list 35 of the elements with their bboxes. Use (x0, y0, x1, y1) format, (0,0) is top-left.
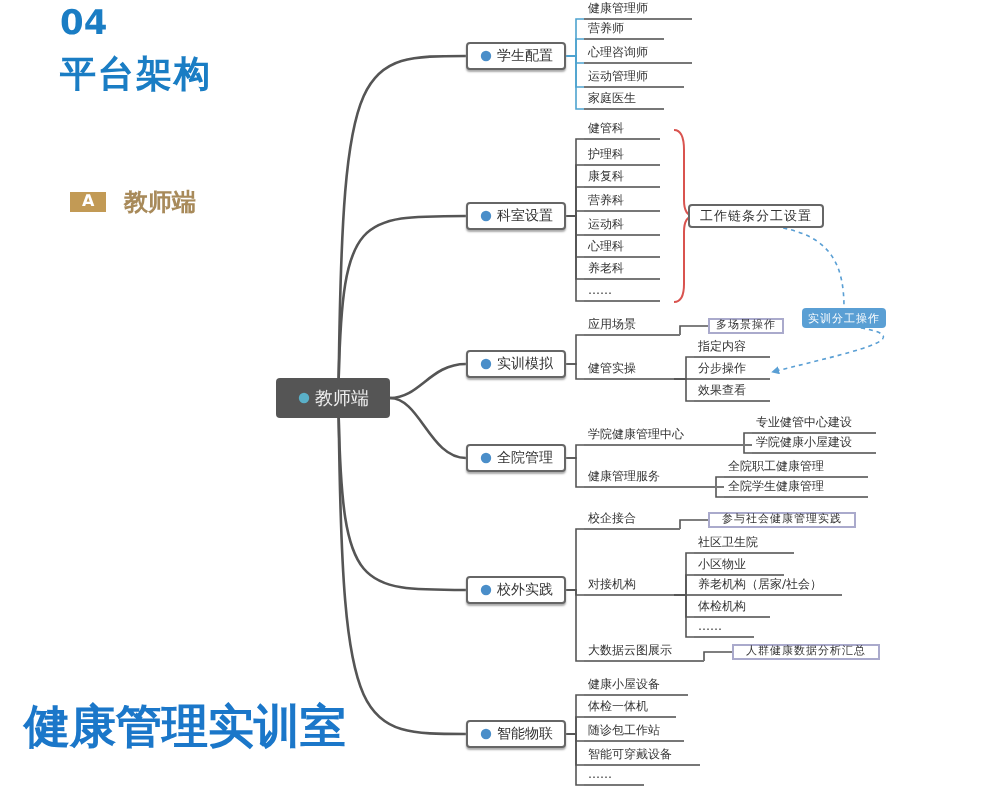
topic-label: 教师端 (315, 387, 369, 411)
connector (743, 444, 753, 454)
section-number: 04 (60, 4, 108, 44)
connector (389, 396, 467, 460)
connector (389, 362, 467, 400)
connector (565, 55, 585, 110)
connector (565, 733, 585, 786)
topic-box (466, 444, 566, 472)
connector (715, 486, 725, 498)
connector (565, 589, 585, 662)
connector (337, 214, 466, 379)
subheading: 教师端 (124, 186, 196, 220)
letter-badge: A (70, 192, 107, 212)
connector (782, 227, 845, 309)
topic-box (466, 350, 566, 378)
footer-title: 健康管理实训室 (24, 700, 346, 758)
heading: 平台架构 (60, 52, 212, 98)
root-box (276, 378, 390, 418)
topic-box (466, 202, 566, 230)
connector (771, 327, 885, 375)
connector (703, 651, 733, 662)
topic-box (466, 42, 566, 70)
connector (565, 363, 585, 380)
connector (743, 432, 753, 446)
connector (673, 378, 695, 402)
connector (673, 594, 695, 638)
topic-box (466, 720, 566, 748)
connector (565, 215, 585, 302)
connector (679, 519, 709, 530)
connector (715, 476, 725, 488)
connector (679, 325, 709, 336)
topic-box (466, 576, 566, 604)
connector (337, 54, 466, 379)
connector (337, 417, 466, 736)
connector (565, 457, 585, 488)
